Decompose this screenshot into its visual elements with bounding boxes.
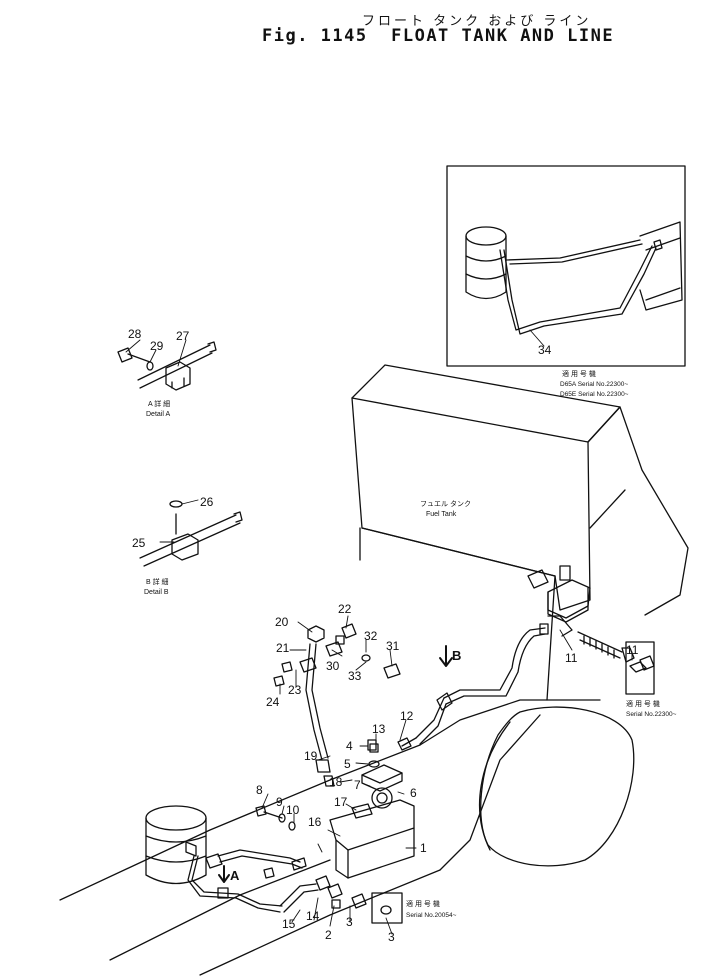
part-5: 5 — [344, 757, 351, 771]
part-9: 9 — [276, 795, 283, 809]
part-4: 4 — [346, 739, 353, 753]
fuel-tank — [351, 364, 689, 701]
detail-a-label-en: Detail A — [146, 411, 170, 418]
part-20: 20 — [275, 615, 289, 629]
fuel-tank-label-jp: フュエル タンク — [420, 499, 471, 508]
part-11: 11 — [565, 651, 578, 665]
left-line — [281, 625, 343, 787]
leader-lines — [125, 329, 633, 935]
figure-title: FLOAT TANK AND LINE — [391, 26, 615, 46]
part-33: 33 — [348, 669, 362, 683]
part-28: 28 — [128, 327, 142, 341]
detail-a-label-jp: A 詳 細 — [148, 399, 170, 408]
part-labels: 1 2 3 3 4 5 6 7 8 9 10 11 11 12 13 14 15… — [128, 327, 639, 944]
part-14: 14 — [306, 909, 320, 923]
title-jp: フロート タンク および ライン — [362, 14, 592, 29]
part-24: 24 — [266, 695, 280, 709]
part-27: 27 — [176, 329, 190, 343]
tank-valve — [527, 565, 591, 637]
inset-serial-1: D65A Serial No.22300~ — [560, 381, 628, 388]
part-21: 21 — [276, 641, 290, 655]
side-bolt — [577, 631, 655, 671]
inset-box — [446, 165, 686, 367]
inset-serial-2: D65E Serial No.22300~ — [560, 391, 629, 398]
inset-applicable-jp: 適 用 号 機 — [562, 369, 596, 378]
part-11b: 11 — [626, 643, 639, 657]
part-8: 8 — [256, 783, 263, 797]
figure-number: Fig. 1145 — [262, 26, 368, 46]
float-tank-line — [187, 849, 367, 913]
part-23: 23 — [288, 683, 302, 697]
right-serial: Serial No.22300~ — [626, 711, 677, 718]
bolts — [255, 743, 380, 831]
fuel-line — [397, 627, 546, 751]
part-26: 26 — [200, 495, 214, 509]
part-6: 6 — [410, 786, 417, 800]
part-15: 15 — [282, 917, 296, 931]
float-tank-main — [145, 805, 223, 885]
part-29: 29 — [150, 339, 164, 353]
bottom-serial: Serial No.20054~ — [406, 912, 457, 919]
part-1: 1 — [420, 841, 427, 855]
part-19: 19 — [304, 749, 318, 763]
part-13: 13 — [372, 722, 386, 736]
part-32: 32 — [364, 629, 378, 643]
part-17: 17 — [334, 795, 348, 809]
right-inset — [625, 641, 655, 695]
part-30: 30 — [326, 659, 340, 673]
right-applicable-jp: 適 用 号 機 — [626, 699, 660, 708]
arrow-markers — [218, 645, 453, 883]
detail-a — [117, 341, 217, 391]
captions: フュエル タンク Fuel Tank A 詳 細 Detail A B 詳 細 … — [144, 369, 677, 919]
part-3: 3 — [346, 915, 353, 929]
part-10: 10 — [286, 803, 300, 817]
bottom-applicable-jp: 適 用 号 機 — [406, 899, 440, 908]
part-2: 2 — [325, 928, 332, 942]
bracket-assembly — [329, 739, 415, 879]
part-22: 22 — [338, 602, 352, 616]
bottom-inset — [371, 892, 403, 924]
part-34: 34 — [538, 343, 552, 357]
part-31: 31 — [386, 639, 400, 653]
small-parts — [273, 623, 401, 687]
part-18: 18 — [329, 775, 343, 789]
fuel-tank-label-en: Fuel Tank — [426, 511, 457, 518]
arrow-a-label: A — [230, 868, 240, 883]
part-3b: 3 — [388, 930, 395, 944]
fender — [479, 706, 635, 867]
detail-b-label-jp: B 詳 細 — [146, 577, 169, 586]
part-7: 7 — [354, 778, 361, 792]
title-en: Fig. 1145 FLOAT TANK AND LINE — [262, 26, 614, 46]
detail-b — [139, 500, 243, 567]
part-12: 12 — [400, 709, 414, 723]
detail-b-label-en: Detail B — [144, 589, 169, 596]
part-16: 16 — [308, 815, 322, 829]
arrow-b-label: B — [452, 648, 461, 663]
part-25: 25 — [132, 536, 146, 550]
